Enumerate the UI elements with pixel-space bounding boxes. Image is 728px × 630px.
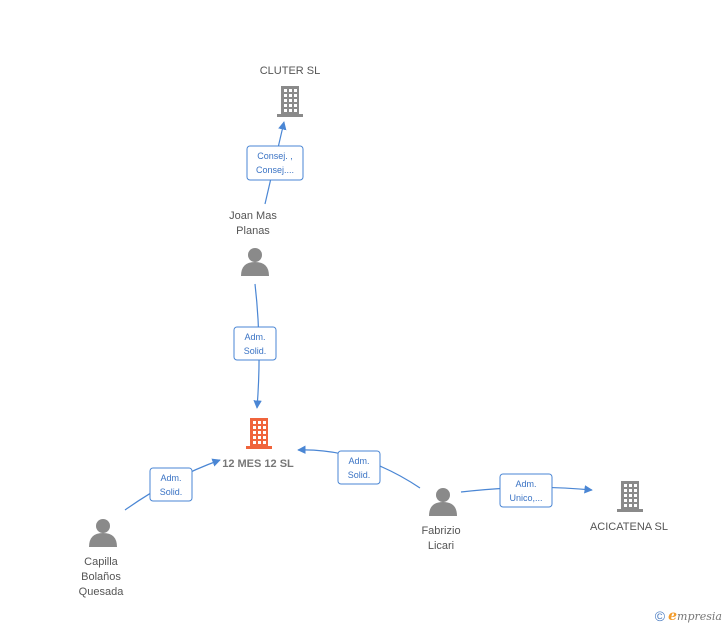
node-label: Fabrizio	[421, 525, 460, 537]
footer-brand: © empresia	[655, 608, 722, 624]
node-cluter[interactable]: CLUTER SL	[260, 65, 321, 117]
edge-label-box[interactable]	[246, 145, 304, 181]
edge-label-text: Solid.	[244, 346, 267, 356]
edge-joan-cluter: Consej. , Consej....	[246, 121, 304, 205]
copyright-icon: ©	[654, 608, 666, 624]
node-label: CLUTER SL	[260, 65, 321, 77]
node-acicatena[interactable]: ACICATENA SL	[590, 481, 668, 533]
node-label: Planas	[236, 225, 270, 237]
node-label: Bolaños	[81, 571, 121, 583]
building-icon	[617, 481, 643, 512]
node-main[interactable]: 12 MES 12 SL	[222, 418, 294, 470]
edge-label-box[interactable]	[337, 450, 381, 485]
node-label: Capilla	[84, 556, 119, 568]
edge-label-text: Unico,...	[509, 493, 542, 503]
node-label: Licari	[428, 540, 454, 552]
person-icon	[429, 488, 457, 516]
edge-fabrizio-main: Adm. Solid.	[297, 445, 421, 489]
edge-label-text: Solid.	[160, 487, 183, 497]
person-icon	[89, 519, 117, 547]
building-icon	[277, 86, 303, 117]
person-icon	[241, 248, 269, 276]
edge-label-text: Solid.	[348, 470, 371, 480]
edge-label-box[interactable]	[499, 473, 553, 508]
node-label: 12 MES 12 SL	[222, 458, 294, 470]
building-icon	[246, 418, 272, 449]
edge-label-box[interactable]	[233, 326, 277, 361]
brand-logo: empresia	[668, 608, 722, 624]
edge-capilla-main: Adm. Solid.	[124, 458, 221, 511]
edge-joan-main: Adm. Solid.	[233, 283, 277, 409]
edge-label-box[interactable]	[149, 467, 193, 502]
edge-label-text: Adm.	[515, 479, 536, 489]
edge-label-text: Adm.	[244, 332, 265, 342]
node-label: Joan Mas	[229, 210, 277, 222]
edge-label-text: Adm.	[160, 473, 181, 483]
node-label: Quesada	[79, 586, 125, 598]
edge-label-text: Adm.	[348, 456, 369, 466]
edge-fabrizio-acicatena: Adm. Unico,...	[460, 473, 593, 508]
node-label: ACICATENA SL	[590, 521, 668, 533]
edge-label-text: Consej....	[256, 165, 294, 175]
edge-label-text: Consej. ,	[257, 151, 293, 161]
